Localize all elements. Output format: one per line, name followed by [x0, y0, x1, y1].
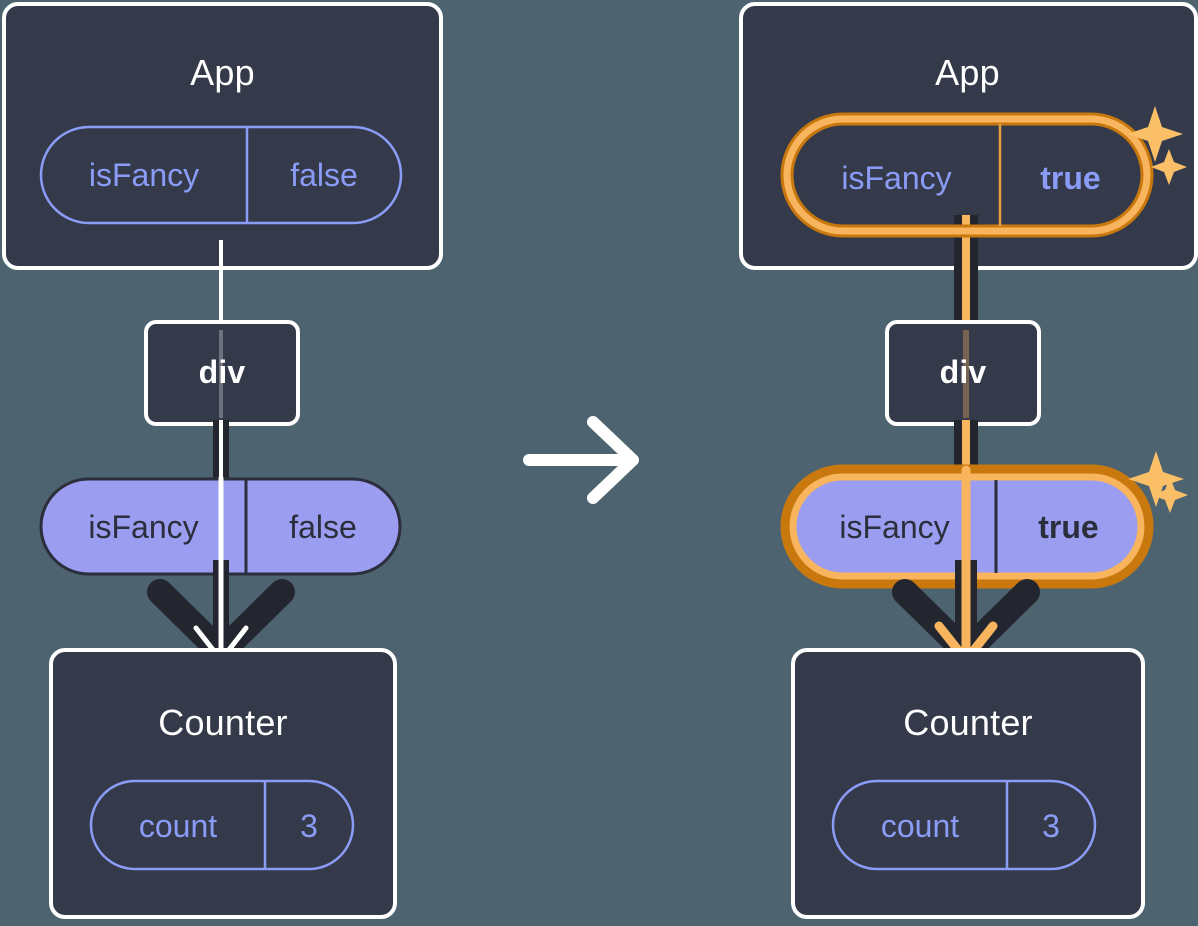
right-arrow-icon [523, 416, 639, 504]
counter-node-box [49, 648, 397, 919]
counter-node-box [791, 648, 1145, 919]
sparkle-large-icon [1128, 451, 1184, 507]
before-state-panel: App isFancy false div isFancy false Coun… [0, 0, 461, 921]
before-state-graphics [2, 2, 443, 919]
transition-arrow-container [461, 0, 737, 921]
app-state-pill-before [39, 125, 403, 225]
sparkle-group-prop [1128, 451, 1188, 513]
sparkle-group-app [1127, 106, 1187, 185]
after-state-panel: App isFancy true div isFancy true Counte… [737, 0, 1198, 921]
transition-arrow-svg [523, 416, 639, 504]
sparkle-large-icon [1127, 106, 1183, 162]
app-node-box [2, 2, 443, 270]
counter-state-pill-before [89, 779, 355, 871]
app-state-pill-highlight-inner [783, 115, 1151, 235]
counter-state-pill-after [831, 779, 1097, 871]
sparkle-small-icon [1152, 477, 1188, 513]
after-state-graphics [739, 2, 1198, 919]
sparkle-small-icon [1151, 149, 1187, 185]
